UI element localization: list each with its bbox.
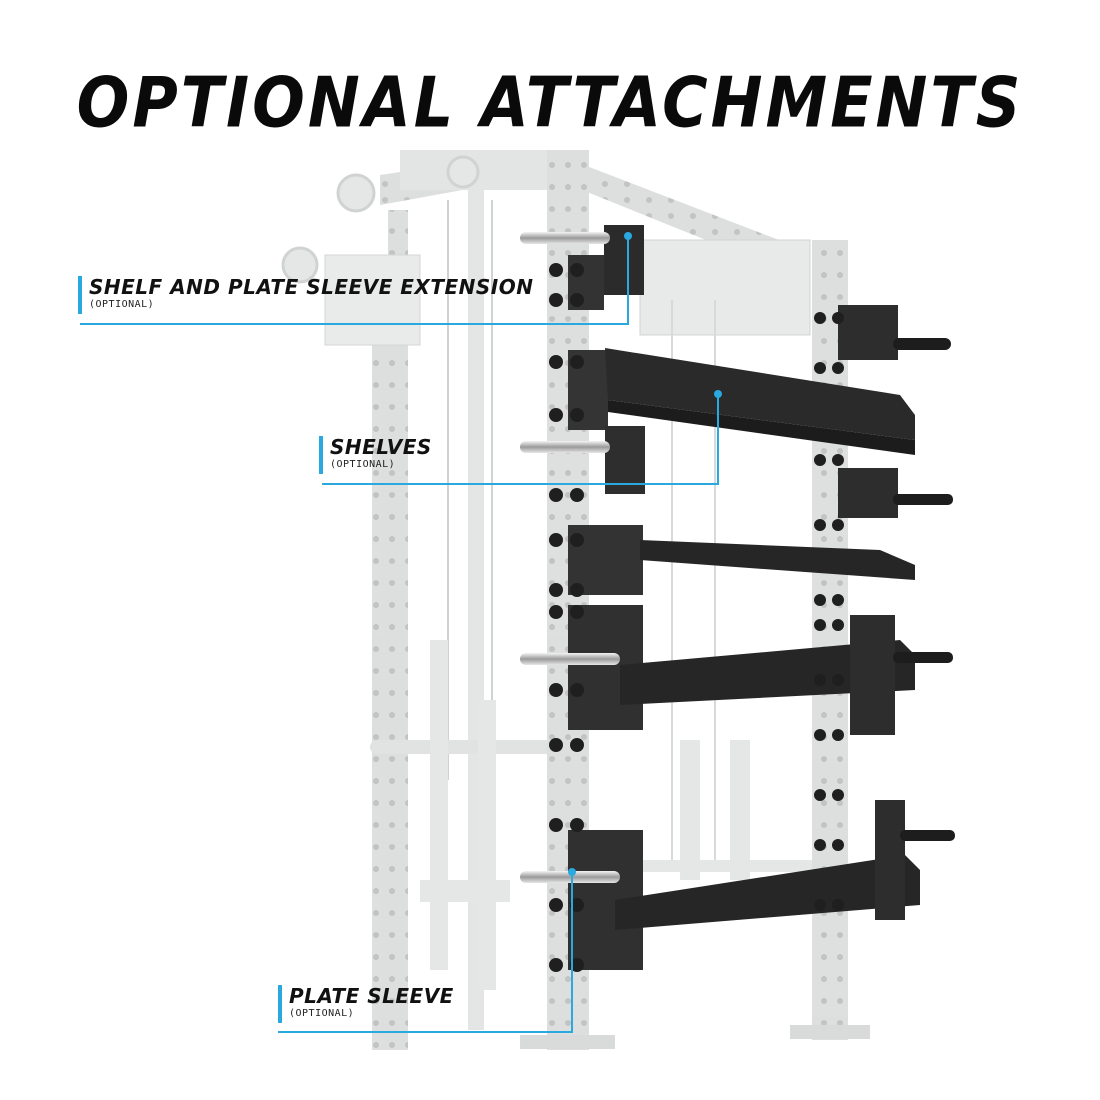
callout-lines [80,232,722,1033]
page-title: OPTIONAL ATTACHMENTS [76,61,1024,144]
extension-leader-dot [624,232,632,240]
callout-sleeve-label: PLATE SLEEVE [289,984,454,1008]
callout-shelves-label: SHELVES [330,435,432,459]
callout-extension-sub: (OPTIONAL) [89,299,155,310]
callout-extension-label: SHELF AND PLATE SLEEVE EXTENSION [89,275,534,299]
sleeve-leader-line [278,872,573,1033]
sleeve-leader-dot [568,868,576,876]
callout-accent-bar [319,436,323,474]
shelves-leader-dot [714,390,722,398]
callout-accent-bar [278,985,282,1023]
callout-accent-bar [78,276,82,314]
shelves-leader-line [322,394,719,485]
callout-sleeve-sub: (OPTIONAL) [289,1008,355,1019]
extension-leader-line [80,236,629,325]
callout-shelves-sub: (OPTIONAL) [330,459,396,470]
attachments [520,225,955,972]
